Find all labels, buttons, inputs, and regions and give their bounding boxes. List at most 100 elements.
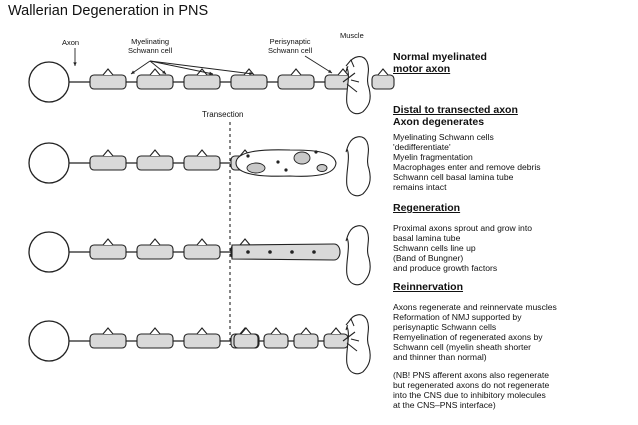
neuron-rows: [28, 48, 395, 375]
myelinating-schwann-cell: [183, 68, 221, 90]
myelinating-pointer-2-head: [209, 71, 213, 75]
schwann-cell-body: [196, 238, 208, 246]
myelin-segment: [183, 155, 221, 171]
myelin-segment: [233, 333, 259, 349]
schwann-cell-body: [300, 327, 312, 335]
muscle-outline: [345, 225, 371, 286]
schwann-cell-body: [337, 68, 349, 76]
myelinating-schwann-cell: [183, 149, 221, 171]
schwann-cell-body: [102, 327, 114, 335]
myelinating-schwann-cell: [136, 238, 174, 260]
remyelinating-schwann-cell: [233, 327, 259, 349]
schwann-cell-body: [240, 327, 252, 335]
neuromuscular-junction: [342, 331, 360, 352]
transection-label: Transection: [202, 110, 244, 119]
myelin-segment: [183, 333, 221, 349]
regeneration-heading: Regeneration: [393, 202, 461, 214]
myelinating-schwann-cell: [89, 149, 127, 171]
perisynaptic-schwann-cell: [345, 59, 355, 68]
perisynaptic-schwann-cell: [345, 318, 355, 327]
muscle-reinnervated: [342, 314, 371, 375]
macrophage-particle: [284, 168, 288, 172]
myelin-segment: [136, 244, 174, 260]
myelinating-pointer-0-head: [131, 70, 135, 74]
perisynaptic-pointer-head: [328, 69, 332, 73]
myelinating-schwann-cell: [183, 238, 221, 260]
cell-body-degenerating: [28, 142, 70, 184]
schwann-cell-nucleus: [290, 250, 294, 254]
schwann-cell-body: [149, 327, 161, 335]
perisynaptic-pointer: [304, 55, 333, 74]
schwann-cell-nucleus: [312, 250, 316, 254]
distal-axon-heading: Distal to transected axon Axon degenerat…: [393, 104, 518, 128]
myelin-segment: [371, 74, 395, 90]
schwann-cell-body: [102, 149, 114, 157]
myelin-segment: [263, 333, 289, 349]
schwann-cell-body: [149, 238, 161, 246]
distal-axon-description: Myelinating Schwann cells 'dedifferentia…: [393, 132, 541, 193]
remyelinating-schwann-cell: [323, 327, 349, 349]
cell-body-normal: [28, 61, 70, 103]
schwann-cell-nucleus: [268, 250, 272, 254]
myelin-segment: [89, 155, 127, 171]
normal-axon-heading: Normal myelinated motor axon: [393, 51, 487, 75]
page-title: Wallerian Degeneration in PNS: [8, 3, 209, 19]
myelin-segment: [293, 333, 319, 349]
muscle-awaiting-reinnervation: [345, 225, 371, 286]
myelinating-schwann-cell: [136, 149, 174, 171]
schwann-cell-body: [196, 149, 208, 157]
muscle-outline: [345, 56, 371, 115]
schwann-cell-body: [149, 149, 161, 157]
myelinating-pointer-1-head: [162, 70, 166, 74]
myelin-segment: [230, 74, 268, 90]
myelin-segment: [136, 333, 174, 349]
schwann-cell-body: [270, 327, 282, 335]
reinnervation-heading: Reinnervation: [393, 281, 464, 293]
perisynaptic-schwann-segment: [371, 68, 395, 90]
schwann-cell-body: [330, 327, 342, 335]
myelin-debris: [316, 164, 328, 172]
schwann-cell-body: [196, 327, 208, 335]
myelinating-pointer-3: [149, 60, 254, 75]
myelinating-schwann-cell: [136, 327, 174, 349]
schwann-cell-body: [377, 68, 389, 76]
reinnervation-note: (NB! PNS afferent axons also regenerate …: [393, 370, 550, 411]
neuromuscular-junction: [342, 72, 360, 93]
myelin-segment: [89, 74, 127, 90]
schwann-cell-nucleus: [246, 250, 250, 254]
macrophage-particle: [246, 154, 250, 158]
cell-body-reinnervated: [28, 320, 70, 362]
remyelinating-schwann-cell: [293, 327, 319, 349]
myelin-debris: [246, 162, 266, 174]
myelin-segment: [183, 244, 221, 260]
myelinating-schwann-cell: [183, 327, 221, 349]
myelin-segment: [89, 244, 127, 260]
myelin-segment: [277, 74, 315, 90]
schwann-cell-body: [102, 238, 114, 246]
axon-pointer-head: [73, 62, 77, 66]
myelinating-schwann-cell: [277, 68, 315, 90]
myelin-segment: [183, 74, 221, 90]
muscle-outline: [345, 136, 371, 197]
myelinating-schwann-cell: [89, 68, 127, 90]
macrophage-particle: [276, 160, 280, 164]
axon-label: Axon: [62, 38, 80, 47]
muscle-normal: [342, 56, 371, 115]
myelinating-schwann-cell: [89, 327, 127, 349]
myelinating-pointer-2: [149, 60, 214, 75]
myelin-segment: [89, 333, 127, 349]
myelinating-schwann-cell: [89, 238, 127, 260]
remyelinating-schwann-cell: [263, 327, 289, 349]
myelin-segment: [136, 155, 174, 171]
muscle-denervated: [345, 136, 371, 197]
myelinating-schwann-cell: [136, 68, 174, 90]
myelin-segment: [323, 333, 349, 349]
schwann-cell-body: [102, 68, 114, 76]
cell-body-regenerating: [28, 231, 70, 273]
schwann-cell-body: [149, 68, 161, 76]
myelinating-pointer-0: [130, 60, 151, 75]
muscle-label: Muscle: [340, 31, 364, 40]
muscle-outline: [345, 314, 371, 375]
myelin-segment: [136, 74, 174, 90]
